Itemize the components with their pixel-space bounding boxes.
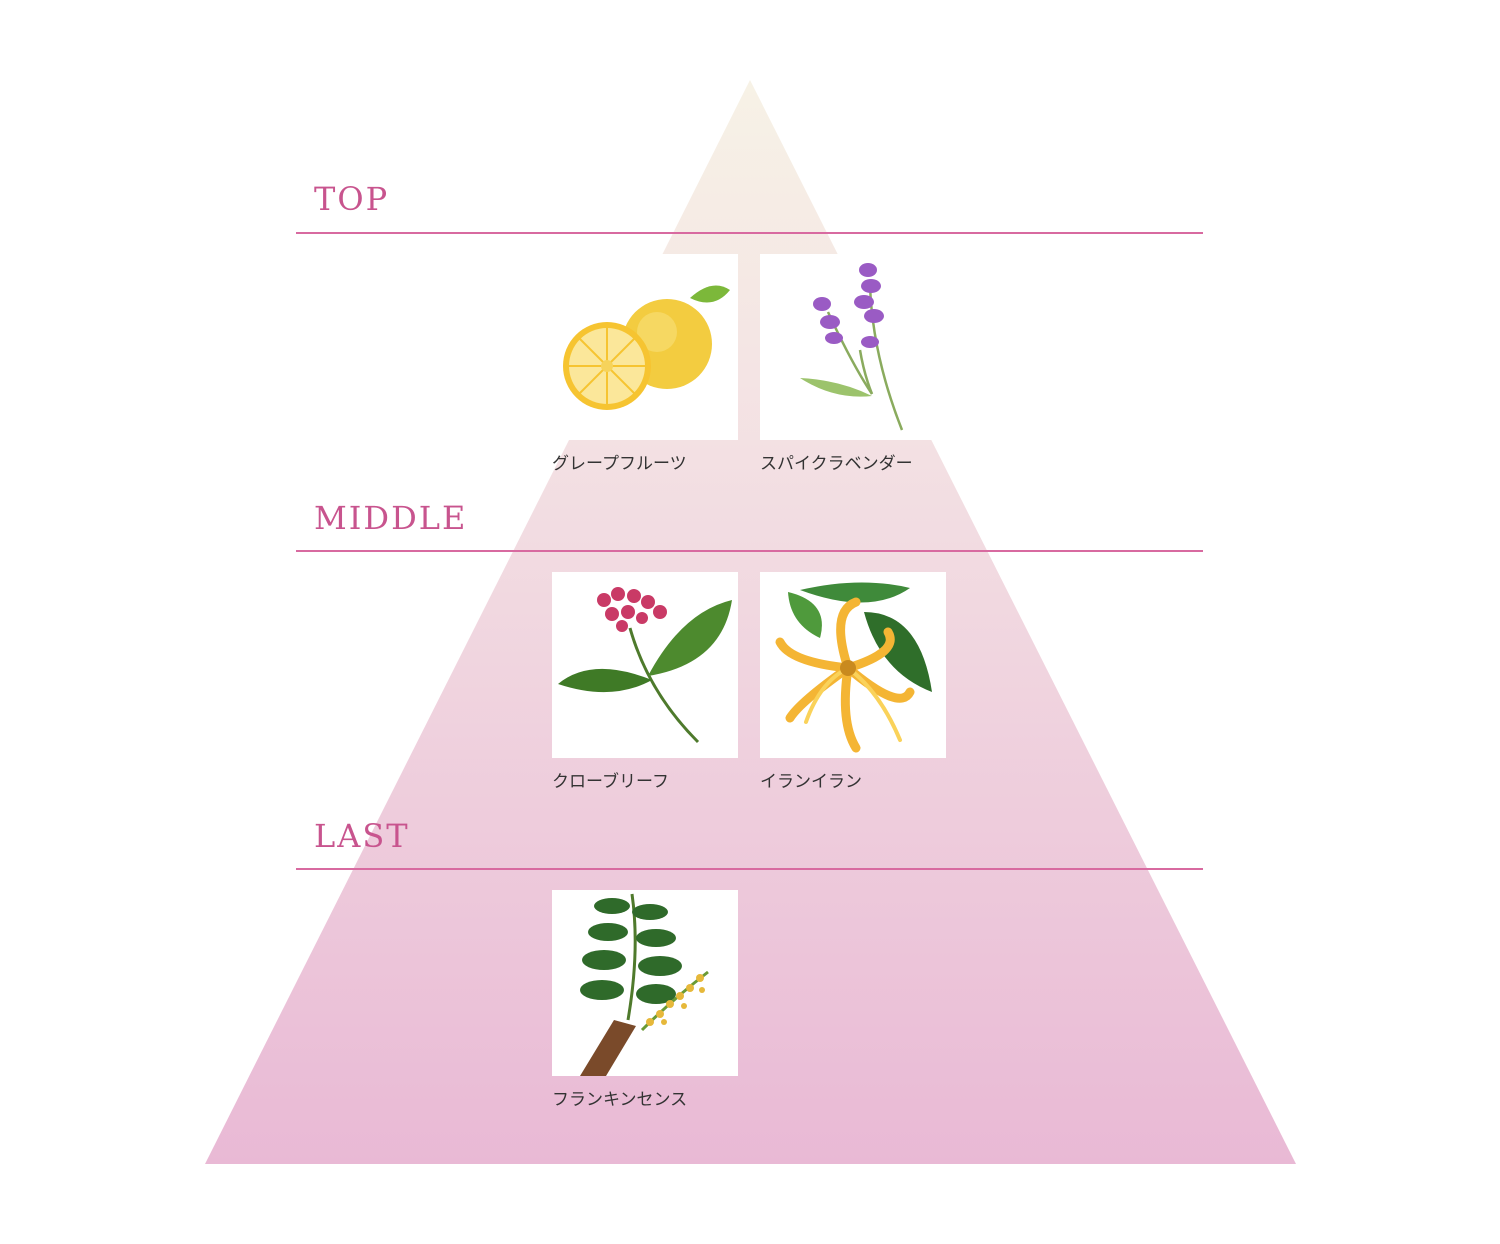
note-label-grapefruit: グレープフルーツ: [552, 454, 687, 474]
tier-divider-middle: [296, 550, 1203, 552]
pyramid-shape: [205, 80, 1296, 1164]
tier-divider-top: [296, 232, 1203, 234]
ylang-ylang-icon: [775, 582, 932, 753]
note-label-clove-leaf: クローブリーフ: [552, 772, 669, 792]
clove-leaf-icon: [558, 587, 732, 744]
tier-title-top: TOP: [314, 180, 390, 218]
tier-divider-last: [296, 868, 1203, 870]
note-label-lavender: スパイクラベンダー: [760, 454, 913, 474]
note-tile-ylang-ylang: [760, 572, 946, 758]
tier-title-middle: MIDDLE: [314, 499, 468, 537]
tier-title-last: LAST: [314, 817, 410, 855]
grapefruit-icon: [563, 285, 730, 410]
frankincense-icon: [580, 893, 709, 1076]
note-tile-frankincense: [552, 890, 738, 1076]
note-tile-clove-leaf: [552, 572, 738, 758]
note-label-ylang-ylang: イランイラン: [760, 772, 862, 792]
note-tile-grapefruit: [552, 254, 738, 440]
lavender-icon: [800, 263, 904, 431]
note-label-frankincense: フランキンセンス: [552, 1090, 688, 1110]
note-tile-lavender: [760, 254, 946, 440]
